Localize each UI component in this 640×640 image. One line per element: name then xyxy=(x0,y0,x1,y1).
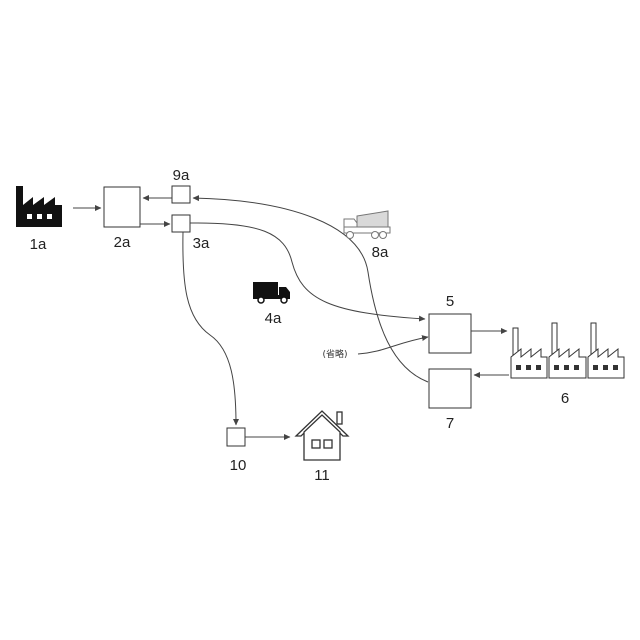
dump-truck-outline-icon xyxy=(344,211,390,239)
label-11: 11 xyxy=(314,467,330,484)
label-4a: 4a xyxy=(265,310,282,327)
factory-row-icon xyxy=(511,323,624,378)
arrow-7-to-9a xyxy=(193,198,428,382)
label-6: 6 xyxy=(561,390,569,407)
label-omitted: (省略) xyxy=(322,348,347,360)
box-10 xyxy=(227,428,245,446)
arrow-3a-to-10 xyxy=(183,232,236,425)
house-icon xyxy=(296,411,348,460)
label-5: 5 xyxy=(446,293,454,310)
box-3a xyxy=(172,215,190,232)
factory-icon xyxy=(16,186,62,227)
dump-truck-icon xyxy=(253,282,290,303)
box-2a xyxy=(104,187,140,227)
box-5 xyxy=(429,314,471,353)
label-2a: 2a xyxy=(114,234,131,251)
box-7 xyxy=(429,369,471,408)
label-8a: 8a xyxy=(372,244,389,261)
label-7: 7 xyxy=(446,415,454,432)
label-1a: 1a xyxy=(30,236,47,253)
label-3a: 3a xyxy=(193,235,210,252)
box-9a xyxy=(172,186,190,203)
arrow-3a-to-5 xyxy=(190,223,425,319)
label-9a: 9a xyxy=(173,167,190,184)
label-10: 10 xyxy=(230,457,247,474)
